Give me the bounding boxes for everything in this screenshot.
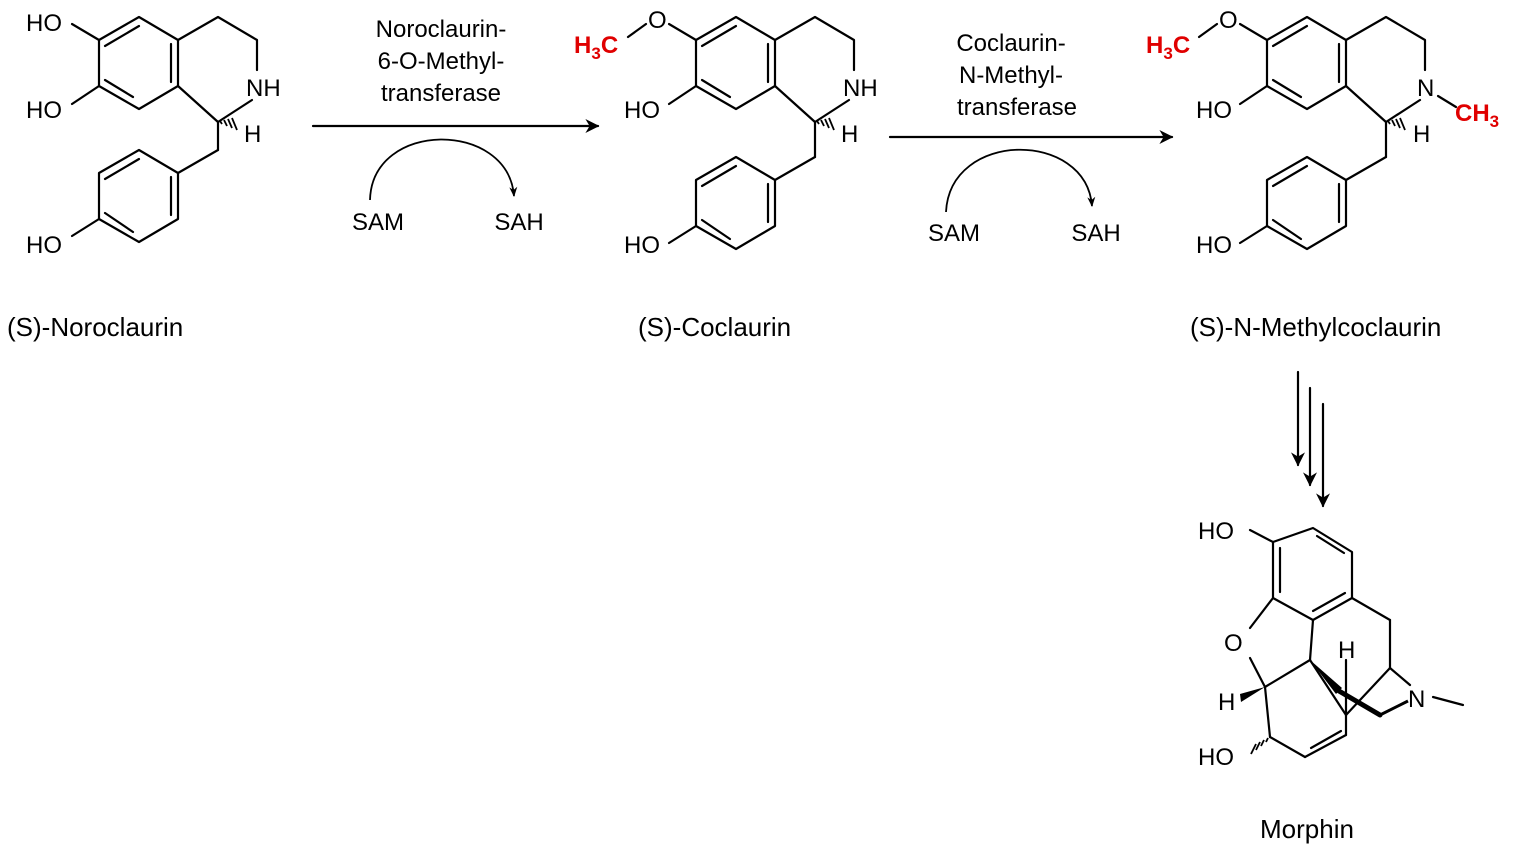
- hydrogen-label: H: [1413, 121, 1430, 148]
- compound-name-morphin: Morphin: [1260, 814, 1354, 844]
- coproduct-sah-2: SAH: [1071, 220, 1120, 247]
- ether-oxygen-label: O: [1224, 630, 1243, 657]
- hydroxyl-label: HO: [1198, 744, 1234, 771]
- nitrogen-label: N: [1408, 686, 1425, 713]
- hydroxyl-label: HO: [624, 97, 660, 124]
- nitrogen-label: N: [1417, 75, 1434, 102]
- multi-step-arrow: [1291, 370, 1330, 508]
- coproduct-sah-1: SAH: [494, 209, 543, 236]
- enzyme-1-name-line3: transferase: [381, 80, 501, 107]
- hydrogen-label: H: [1218, 689, 1235, 716]
- molecule-noroclaurin: HO HO NH H HO: [26, 10, 281, 259]
- methyl-group-label: H3C: [574, 32, 618, 63]
- oxygen-label: O: [1219, 7, 1238, 34]
- amine-label: NH: [246, 75, 281, 102]
- enzyme-2-name-line3: transferase: [957, 94, 1077, 121]
- enzyme-1-name-line1: Noroclaurin-: [376, 16, 507, 43]
- enzyme-2-name-line1: Coclaurin-: [956, 30, 1065, 57]
- hydroxyl-label: HO: [1198, 518, 1234, 545]
- molecule-coclaurin: O H3C HO NH H HO: [574, 7, 878, 259]
- compound-name-noroclaurin: (S)-Noroclaurin: [7, 312, 183, 342]
- cosubstrate-sam-2: SAM: [928, 220, 980, 247]
- n-methyl-group-label: CH3: [1455, 100, 1499, 131]
- amine-label: NH: [843, 75, 878, 102]
- hydrogen-label: H: [244, 121, 261, 148]
- cosubstrate-sam-1: SAM: [352, 209, 404, 236]
- hydroxyl-label: HO: [26, 232, 62, 259]
- molecule-morphin: HO O H N H HO: [1198, 518, 1465, 771]
- enzyme-2-name-line2: N-Methyl-: [959, 62, 1063, 89]
- compound-name-coclaurin: (S)-Coclaurin: [638, 312, 791, 342]
- enzyme-1-name-line2: 6-O-Methyl-: [378, 48, 505, 75]
- hydroxyl-label: HO: [1196, 97, 1232, 124]
- oxygen-label: O: [648, 7, 667, 34]
- hydroxyl-label: HO: [26, 10, 62, 37]
- hydrogen-label: H: [841, 121, 858, 148]
- reaction-arrow-1: [311, 119, 600, 201]
- molecule-n-methylcoclaurin: O H3C HO N CH3 H HO: [1146, 7, 1499, 259]
- hydroxyl-label: HO: [624, 232, 660, 259]
- hydroxyl-label: HO: [1196, 232, 1232, 259]
- reaction-arrow-2: [888, 130, 1174, 213]
- compound-name-n-methylcoclaurin: (S)-N-Methylcoclaurin: [1190, 312, 1441, 342]
- methyl-group-label: H3C: [1146, 32, 1190, 63]
- hydrogen-label: H: [1338, 637, 1355, 664]
- hydroxyl-label: HO: [26, 97, 62, 124]
